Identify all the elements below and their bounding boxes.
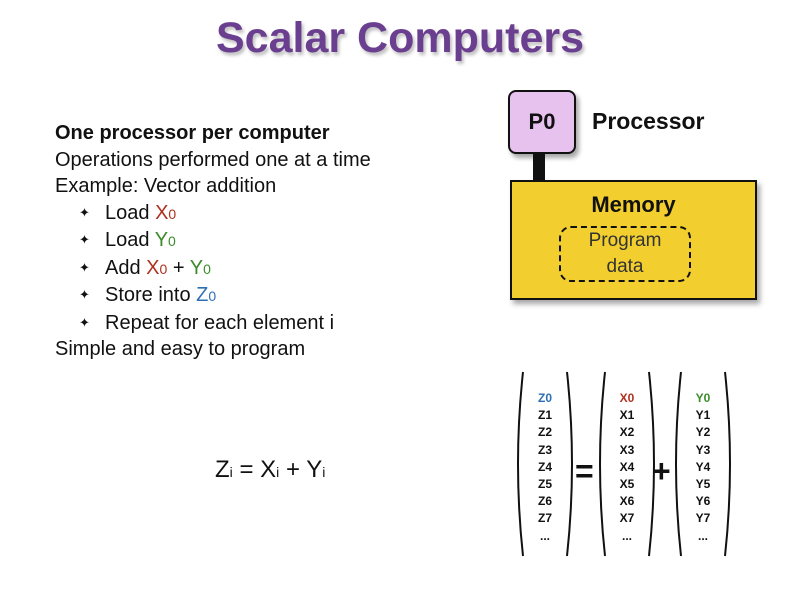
memory-bus [533, 152, 545, 180]
vector-element: Z3 [537, 442, 552, 457]
vector-y: Y0 Y1 Y2 Y3 Y4 Y5 Y6 Y7 ... [673, 370, 733, 558]
memory-box: Memory Program data [510, 180, 757, 300]
sub-bullet-repeat: ✦Repeat for each element i [55, 310, 371, 337]
vector-element: ... [539, 528, 550, 543]
vector-element: X5 [619, 477, 635, 492]
program-label: Program [588, 230, 662, 251]
vector-element: Z6 [537, 494, 552, 509]
vector-element: X3 [619, 442, 635, 457]
bullet-heading: One processor per computer [55, 122, 330, 144]
slide-title: Scalar Computers [215, 14, 585, 62]
processor-label: Processor [592, 108, 705, 134]
vector-element: Z0 [537, 391, 552, 405]
vector-element: Z7 [537, 511, 552, 526]
vector-element: Y0 [695, 391, 711, 405]
vector-element: Z4 [537, 459, 552, 474]
vector-element: Y6 [695, 494, 711, 509]
vector-y-items: Y0 Y1 Y2 Y3 Y4 Y5 Y6 Y7 ... [673, 390, 733, 545]
vector-y-brackets [675, 371, 731, 557]
processor-box: P0 [508, 90, 576, 154]
vector-add-formula: Zi = Xi + Yi [215, 456, 326, 483]
data-label: data [606, 256, 644, 277]
vector-element: X6 [619, 494, 635, 509]
vector-element: Y3 [695, 442, 711, 457]
star-bullet-icon: ✦ [79, 232, 90, 247]
vector-element: ... [697, 528, 708, 543]
vector-x-items: X0 X1 X2 X3 X4 X5 X6 X7 ... [597, 390, 657, 545]
bullet-operations: Operations performed one at a time [55, 148, 371, 171]
vector-z-brackets [517, 371, 573, 557]
star-bullet-icon: ✦ [79, 259, 90, 275]
sub-bullet-store: ✦Store into Z0 [55, 282, 371, 310]
vector-x: X0 X1 X2 X3 X4 X5 X6 X7 ... [597, 370, 657, 558]
plus-sign: + [652, 453, 671, 489]
program-data-box: Program data [559, 226, 691, 282]
vector-z: Z0 Z1 Z2 Z3 Z4 Z5 Z6 Z7 ... [515, 370, 575, 558]
vector-x-brackets [599, 371, 655, 557]
sub-bullet-load-x: ✦Load X0 [55, 200, 371, 228]
vector-element: X0 [619, 391, 635, 405]
vector-element: Y5 [695, 477, 711, 492]
vector-z-items: Z0 Z1 Z2 Z3 Z4 Z5 Z6 Z7 ... [515, 390, 575, 545]
star-bullet-icon: ✦ [79, 287, 90, 302]
bullet-list: One processor per computer Operations pe… [55, 120, 371, 363]
vector-element: X2 [619, 425, 635, 440]
vector-element: Y2 [695, 425, 711, 440]
vector-element: Y1 [695, 408, 711, 423]
vector-element: Z5 [537, 477, 552, 492]
sub-bullet-add: ✦Add X0 + Y0 [55, 255, 371, 283]
bullet-simple: Simple and easy to program [55, 338, 306, 360]
vector-element: ... [621, 528, 632, 543]
sub-bullet-load-y: ✦Load Y0 [55, 227, 371, 255]
vector-element: Z2 [537, 425, 552, 440]
vector-element: Z1 [537, 408, 552, 423]
bullet-example: Example: Vector addition [55, 175, 277, 197]
vector-element: X1 [619, 408, 635, 423]
equals-sign: = [575, 453, 594, 489]
memory-title: Memory [591, 192, 676, 217]
vector-element: Y4 [695, 459, 711, 474]
star-bullet-icon: ✦ [79, 314, 90, 330]
vector-element: X4 [619, 459, 635, 474]
vector-element: Y7 [695, 511, 711, 526]
vector-element: X7 [619, 511, 635, 526]
star-bullet-icon: ✦ [79, 204, 90, 220]
